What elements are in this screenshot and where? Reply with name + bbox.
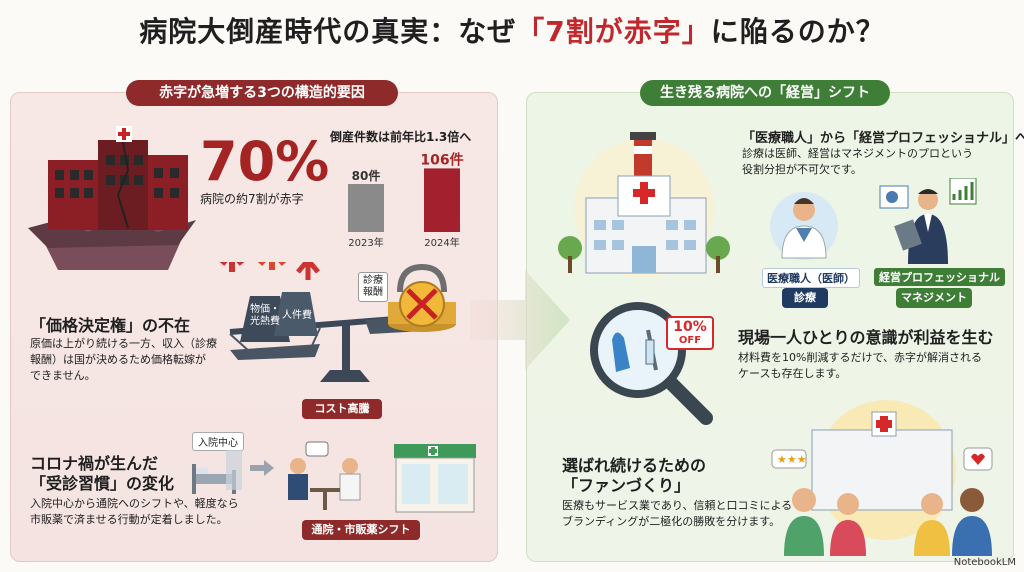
shift-arrow-icon	[470, 270, 570, 370]
pharmacy-icon	[394, 444, 476, 513]
awareness-heading: 現場一人ひとりの意識が利益を生む	[738, 328, 994, 347]
cost-rise-tag: コスト高騰	[302, 399, 382, 419]
page-title: 病院大倒産時代の真実：なぜ「7割が赤字」に陥るのか？	[139, 15, 885, 48]
bar-2023年	[348, 184, 384, 232]
bar-value-label: 80件	[352, 168, 381, 183]
outpatient-shift-tag: 通院・市販薬シフト	[302, 520, 420, 540]
notebooklm-watermark: NotebookLM	[953, 557, 1016, 568]
doctor-consultation-icon	[288, 441, 361, 510]
lighthouse-hospital-icon	[558, 132, 730, 278]
crumbling-hospital-icon	[28, 126, 196, 270]
fans-hospital-icon: ★★★	[771, 400, 993, 556]
price-heading: 「価格決定権」の不在	[30, 316, 191, 335]
hospital-bed-icon	[192, 450, 242, 494]
inpatient-label: 入院中心	[192, 432, 244, 451]
deficit-caption: 病院の約7割が赤字	[200, 192, 304, 206]
management-tag: マネジメント	[896, 288, 972, 308]
deficit-stat: 70%	[200, 130, 330, 193]
weight-labor: 人件費	[282, 310, 312, 321]
svg-text:★★★: ★★★	[777, 453, 807, 466]
doctor-icon	[770, 192, 838, 260]
pro-heading: 「医療職人」から「経営プロフェッショナル」へ	[742, 131, 1024, 146]
bar-2024年	[424, 168, 460, 232]
bar-category-label: 2023年	[348, 236, 383, 249]
bar-category-label: 2024年	[424, 236, 459, 249]
manager-label: 経営プロフェッショナル	[874, 268, 1005, 286]
remuneration-label: 診療報酬	[358, 272, 388, 302]
artisan-label: 医療職人（医師）	[762, 268, 860, 288]
magnifier-supplies-icon	[590, 302, 713, 425]
corona-body: 入院中心から通院へのシフトや、軽度なら 市販薬で済ませる行動が定着しました。	[30, 497, 239, 526]
discount-badge: 10% OFF	[666, 316, 714, 350]
price-body: 原価は上がり続ける一方、収入（診療 報酬）は国が決めるため価格転嫁が できません…	[30, 337, 217, 382]
fans-body: 医療もサービス業であり、信頼と口コミによる ブランディングが二極化の勝敗を分けま…	[562, 499, 793, 528]
arrow-right-icon	[250, 460, 274, 476]
pro-body: 診療は医師、経営はマネジメントのプロという 役割分担が不可欠です。	[742, 147, 973, 176]
bankruptcy-bar-chart: 80件 2023年 106件 2024年	[348, 151, 464, 249]
bar-value-label: 106件	[420, 151, 463, 168]
clinical-tag: 診療	[782, 288, 828, 308]
chart-title: 倒産件数は前年比1.3倍へ	[330, 130, 472, 144]
locked-coins-icon	[388, 263, 456, 332]
fans-heading: 選ばれ続けるための 「ファンづくり」	[562, 456, 707, 495]
left-header: 赤字が急増する3つの構造的要因	[126, 80, 398, 106]
weight-prices: 物価・光熱費	[250, 304, 280, 327]
right-header: 生き残る病院への「経営」シフト	[640, 80, 890, 106]
corona-heading: コロナ禍が生んだ 「受診習慣」の変化	[30, 454, 175, 493]
business-manager-icon	[879, 178, 977, 264]
awareness-body: 材料費を10%削減するだけで、赤字が解消される ケースも存在します。	[738, 351, 983, 380]
